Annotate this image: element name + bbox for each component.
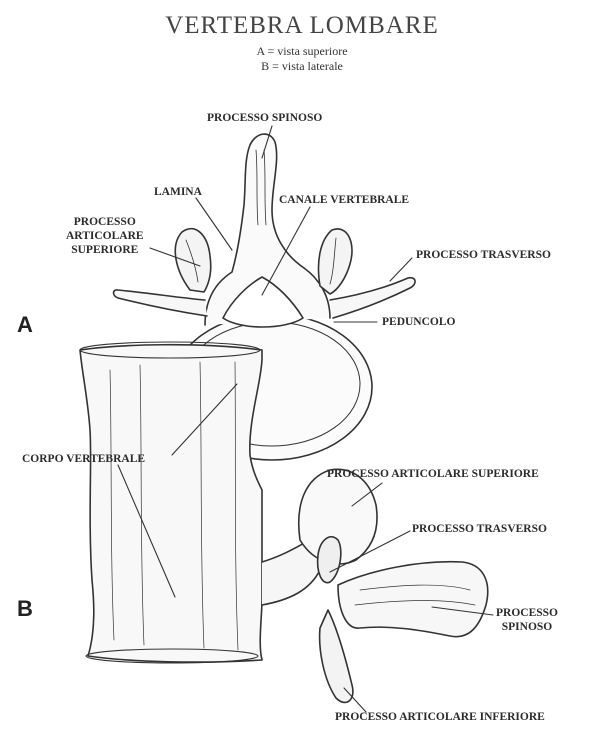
transverse-process-lateral [318, 537, 341, 583]
superior-articular-process-right [319, 229, 352, 294]
label-processo-articolare-inferiore: PROCESSO ARTICOLARE INFERIORE [335, 710, 545, 724]
view-b-letter: B [17, 596, 33, 622]
view-a-letter: A [17, 312, 33, 338]
label-processo-trasverso-a: PROCESSO TRASVERSO [416, 248, 551, 262]
label-processo-spinoso-b: PROCESSO SPINOSO [496, 606, 558, 634]
label-processo-spinoso-a: PROCESSO SPINOSO [207, 111, 322, 125]
transverse-process-right [330, 278, 415, 318]
label-corpo-vertebrale: CORPO VERTEBRALE [22, 452, 145, 466]
label-processo-trasverso-b: PROCESSO TRASVERSO [412, 522, 547, 536]
spinous-process-lateral [338, 562, 488, 637]
label-processo-articolare-superiore-b: PROCESSO ARTICOLARE SUPERIORE [327, 467, 539, 481]
transverse-process-left [114, 290, 208, 316]
label-peduncolo: PEDUNCOLO [382, 315, 455, 329]
label-processo-articolare-superiore-a: PROCESSO ARTICOLARE SUPERIORE [66, 215, 144, 257]
label-lamina: LAMINA [154, 185, 202, 199]
vertebral-body-lateral [80, 345, 262, 662]
label-canale-vertebrale: CANALE VERTEBRALE [279, 193, 409, 207]
